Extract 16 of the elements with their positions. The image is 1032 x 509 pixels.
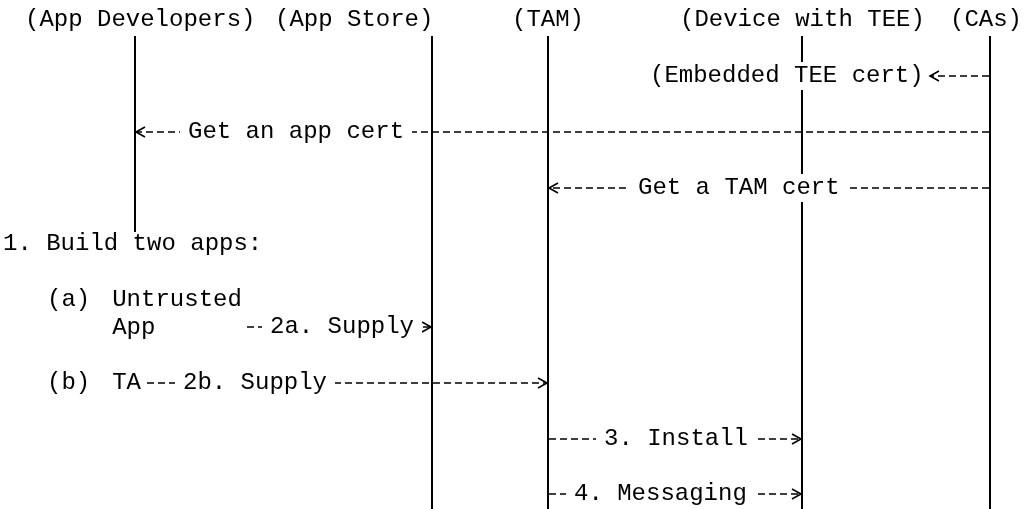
- arrow: [929, 70, 990, 82]
- actor-label: (Device with TEE): [680, 6, 925, 34]
- edge-label: Get a TAM cert: [630, 174, 848, 202]
- actor-label: (TAM): [512, 6, 584, 34]
- lifeline: [431, 36, 433, 509]
- step-text: 1. Build two apps:: [3, 230, 263, 258]
- edge-label: 2b. Supply: [175, 369, 336, 397]
- lifeline: [134, 36, 136, 232]
- lifeline: [989, 36, 991, 509]
- edge-label: 2a. Supply: [262, 313, 423, 341]
- actor-label: (CAs): [950, 6, 1022, 34]
- lifeline: [547, 36, 549, 509]
- edge-label: 4. Messaging: [566, 480, 755, 508]
- actor-label: (App Store): [275, 6, 434, 34]
- actor-label: (App Developers): [25, 6, 256, 34]
- lifeline: [801, 36, 803, 509]
